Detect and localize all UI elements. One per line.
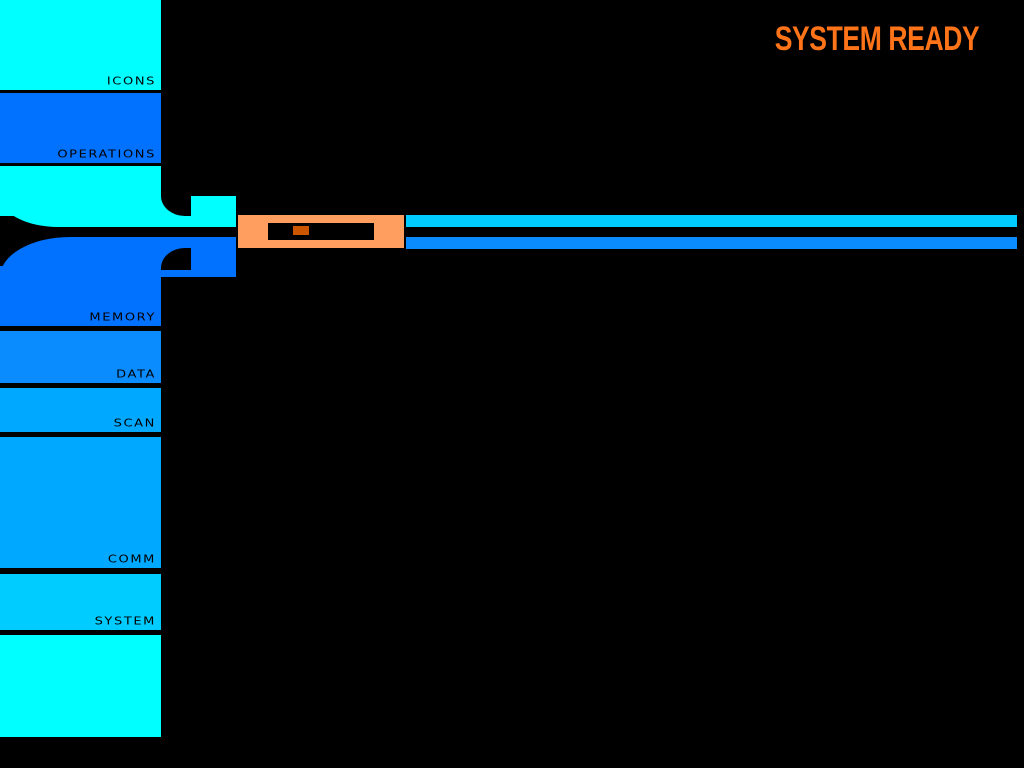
slider-handle-icon[interactable] xyxy=(293,226,309,235)
sidebar-item-label: OPERATIONS xyxy=(57,148,156,161)
sidebar-item-label: SCAN xyxy=(113,417,156,430)
sidebar-item-label: ICONS xyxy=(106,75,156,88)
slider-left-connector xyxy=(238,226,268,237)
slider-top-rail xyxy=(238,215,404,226)
sidebar-item-label: SYSTEM xyxy=(94,615,156,628)
bottom-divider-bar xyxy=(406,237,1017,249)
bottom-elbow-body xyxy=(0,266,161,326)
sidebar-item-memory[interactable]: MEMORY xyxy=(0,270,161,326)
sidebar-item-operations[interactable]: OPERATIONS xyxy=(0,93,161,163)
status-text: SYSTEM READY xyxy=(774,20,979,58)
sidebar-item-label: MEMORY xyxy=(89,311,156,324)
sidebar-item-label: COMM xyxy=(107,553,156,566)
top-divider-bar xyxy=(406,215,1017,227)
slider-right-connector xyxy=(374,226,404,237)
bottom-elbow-inner-corner xyxy=(161,248,191,270)
sidebar-item-scan[interactable]: SCAN xyxy=(0,388,161,432)
slider-track[interactable] xyxy=(268,223,374,240)
sidebar-item-system[interactable]: SYSTEM xyxy=(0,574,161,630)
top-elbow-inner-corner xyxy=(161,196,191,216)
sidebar-item-icons[interactable]: ICONS xyxy=(0,0,161,90)
slider-bottom-rail xyxy=(238,237,404,248)
sidebar-bottom-block xyxy=(0,635,161,737)
top-elbow-curve xyxy=(0,196,236,227)
sidebar-item-comm[interactable]: COMM xyxy=(0,437,161,568)
sidebar-item-data[interactable]: DATA xyxy=(0,331,161,383)
sidebar-item-label: DATA xyxy=(116,368,156,381)
